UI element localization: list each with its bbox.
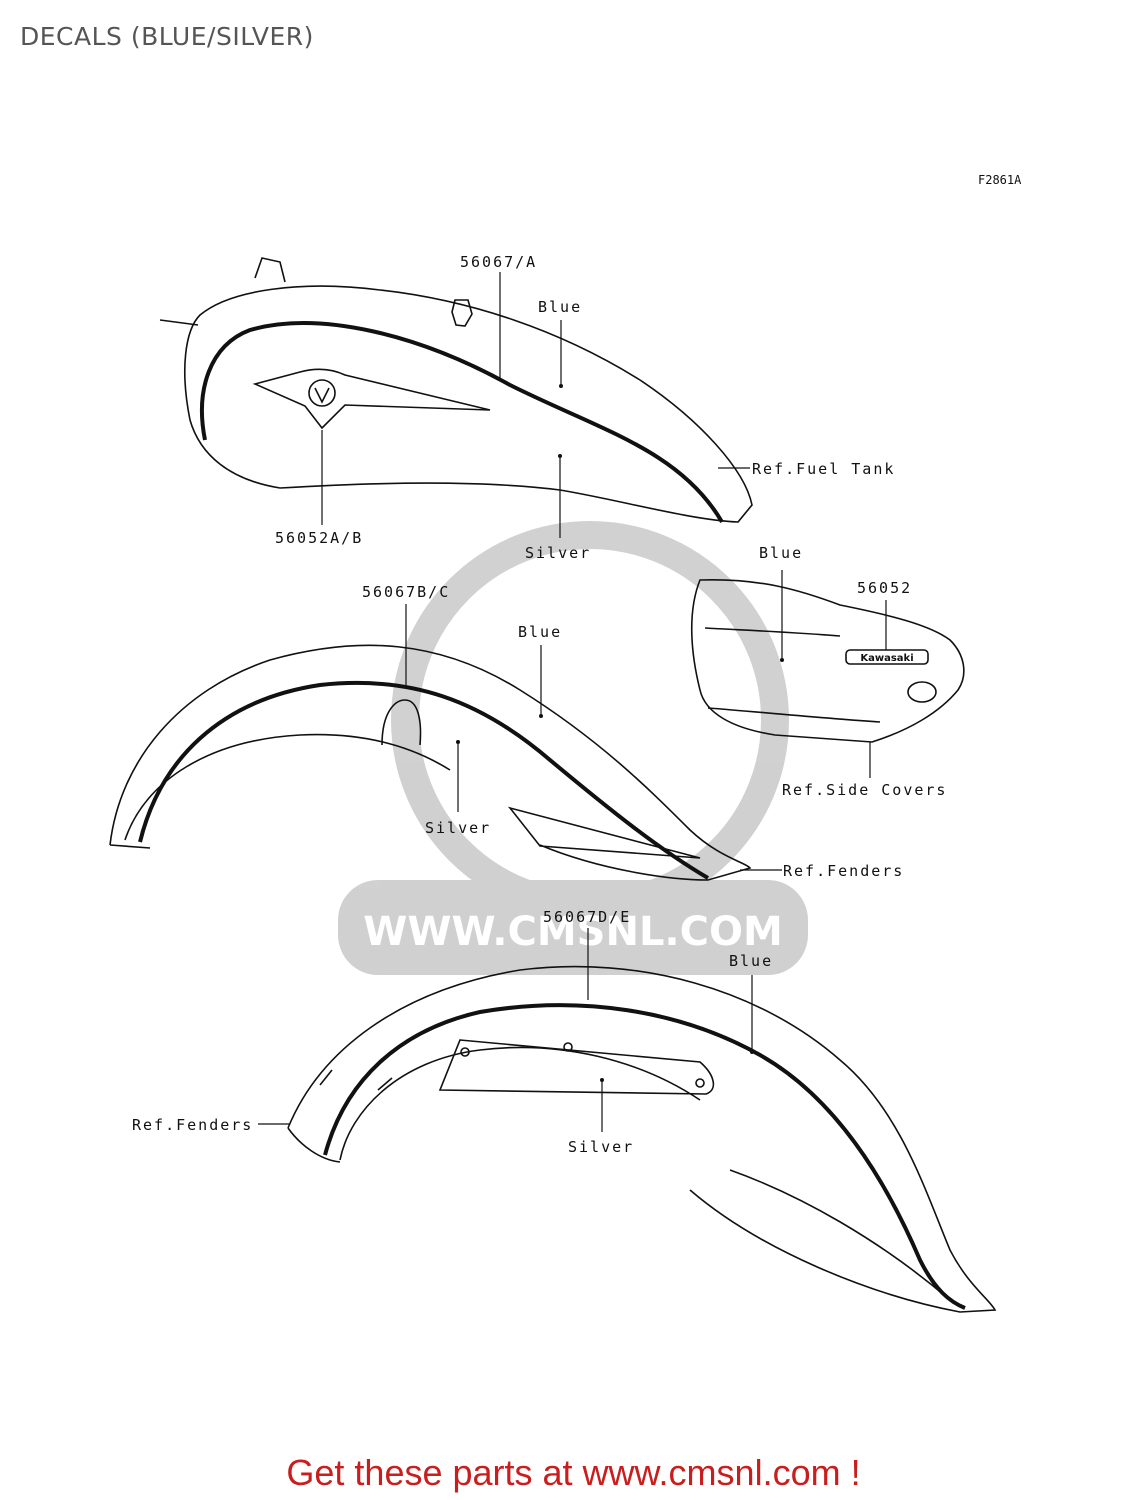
- dot-tank-silver: [558, 454, 562, 458]
- front-fender-inner: [124, 733, 451, 841]
- front-fender-outer: [109, 644, 752, 881]
- side-cover-emblem-hole: [907, 681, 937, 703]
- fuel-tank-stripe: [200, 321, 724, 524]
- fuel-tank-emblem-badge: [308, 379, 336, 407]
- dot-rear-blue: [750, 1050, 754, 1054]
- side-cover-outline: [690, 578, 965, 743]
- dot-front-silver: [456, 740, 460, 744]
- rear-fender-panel: [438, 1039, 715, 1095]
- callout-labels: 56067/A Blue Ref.Fuel Tank 56052A/B Silv…: [132, 253, 947, 1156]
- rear-fender-mount: [319, 1069, 393, 1091]
- front-fender-tip: [109, 844, 151, 849]
- rear-fender-bolt-3: [695, 1078, 705, 1088]
- fuel-tank-petcock: [159, 319, 199, 326]
- callout-tank-stripe: 56067/A: [460, 253, 537, 271]
- callout-front-silver: Silver: [425, 819, 491, 837]
- watermark-text: WWW.CMSNL.COM: [363, 909, 783, 955]
- rear-fender-lower: [287, 1127, 951, 1301]
- dot-side-blue: [780, 658, 784, 662]
- callout-front-ref: Ref.Fenders: [783, 862, 904, 880]
- front-fender-vent: [381, 699, 422, 746]
- footer-cta-link[interactable]: Get these parts at www.cmsnl.com !: [286, 1452, 861, 1493]
- fuel-tank-emblem: [252, 368, 491, 430]
- callout-rear-silver: Silver: [568, 1138, 634, 1156]
- watermark: WWW.CMSNL.COM: [338, 521, 808, 975]
- rear-fender-inner: [339, 1046, 701, 1161]
- rear-fender-drawing: [287, 965, 997, 1313]
- callout-tank-emblem: 56052A/B: [275, 529, 363, 547]
- watermark-banner: [338, 880, 808, 975]
- side-cover-badge: [845, 649, 929, 665]
- dot-tank-blue: [559, 384, 563, 388]
- callout-rear-ref: Ref.Fenders: [132, 1116, 253, 1134]
- leader-lines: [258, 272, 887, 1132]
- callout-side-blue: Blue: [759, 544, 803, 562]
- rear-fender-stripe: [323, 1003, 966, 1310]
- front-fender-drawing: [109, 644, 752, 881]
- side-cover-inner: [704, 627, 881, 723]
- dot-front-blue: [539, 714, 543, 718]
- front-fender-stripe: [138, 680, 710, 880]
- callout-tank-blue: Blue: [538, 298, 582, 316]
- callout-tank-silver: Silver: [525, 544, 591, 562]
- side-cover-drawing: Kawasaki: [690, 578, 965, 743]
- fuel-tank-outline: [184, 285, 753, 523]
- fuel-tank-filler: [254, 257, 286, 283]
- callout-front-stripe: 56067B/C: [362, 583, 450, 601]
- figure-code: F2861A: [978, 173, 1022, 187]
- fuel-tank-drawing: [159, 257, 753, 524]
- callout-rear-stripe: 56067D/E: [543, 908, 631, 926]
- page-title: DECALS (BLUE/SILVER): [20, 22, 314, 51]
- rear-fender-bolt-1: [460, 1047, 470, 1057]
- callout-side-ref: Ref.Side Covers: [782, 781, 947, 799]
- fuel-tank-cap: [451, 299, 473, 327]
- fuel-tank-emblem-v: [314, 387, 330, 404]
- callout-tank-ref: Ref.Fuel Tank: [752, 460, 895, 478]
- rear-fender-bolt-2: [563, 1042, 573, 1052]
- watermark-ring: [391, 521, 789, 919]
- rear-fender-outer: [287, 965, 997, 1313]
- callout-side-part: 56052: [857, 579, 912, 597]
- callout-front-blue: Blue: [518, 623, 562, 641]
- dot-rear-silver: [600, 1078, 604, 1082]
- front-fender-bracket: [507, 806, 701, 859]
- side-cover-badge-text: Kawasaki: [860, 653, 913, 664]
- callout-rear-blue: Blue: [729, 952, 773, 970]
